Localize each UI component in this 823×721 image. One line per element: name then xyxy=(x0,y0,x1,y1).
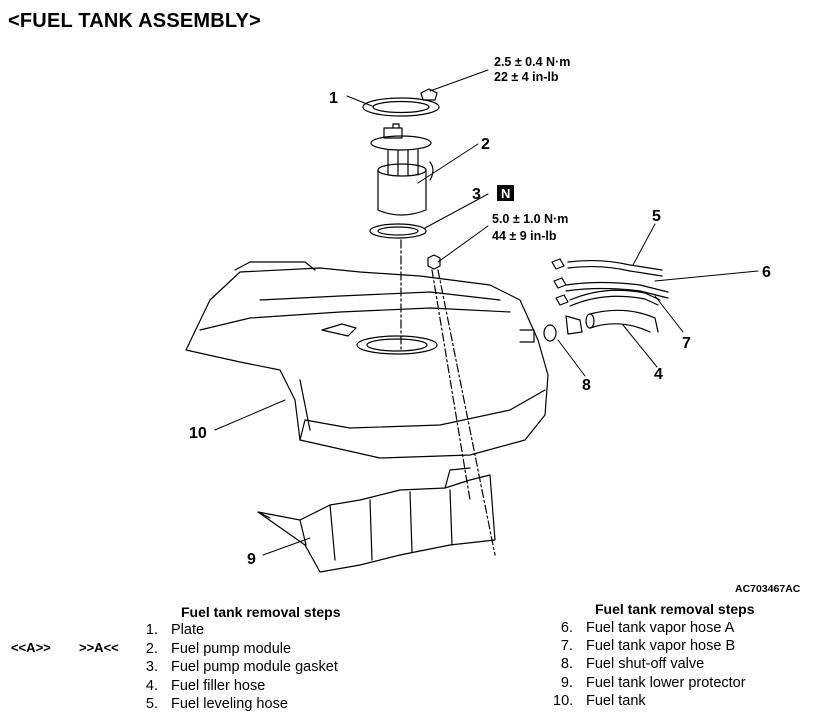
callout-7: 7 xyxy=(682,335,691,352)
fuel-tank-lower-protector-part xyxy=(257,467,496,573)
step-label: Fuel tank vapor hose A xyxy=(586,620,735,636)
leader-lines xyxy=(214,69,759,556)
torque-plate-imperial: 22 ± 4 in-lb xyxy=(494,70,559,84)
fuel-pump-module-part xyxy=(370,123,434,216)
step-label: Fuel tank lower protector xyxy=(586,675,746,691)
fuel-tank-exploded-diagram: 1 2 3 4 5 6 7 8 9 10 2.5 ± 0.4 N·m 22 ± … xyxy=(185,55,801,595)
callout-1: 1 xyxy=(329,90,338,107)
step-number: 6. xyxy=(560,620,573,636)
step-label: Fuel filler hose xyxy=(171,678,266,694)
step-number: 5. xyxy=(145,696,158,712)
callout-3: 3 xyxy=(472,186,481,203)
callout-2: 2 xyxy=(481,136,490,153)
step-label: Fuel tank vapor hose B xyxy=(586,638,736,654)
callout-10: 10 xyxy=(189,425,207,442)
step-number: 4. xyxy=(145,678,158,694)
fuel-tank-part xyxy=(185,261,549,459)
callout-labels: 1 2 3 4 5 6 7 8 9 10 xyxy=(189,90,771,568)
svg-text:N: N xyxy=(501,186,510,201)
step-number: 1. xyxy=(145,622,158,638)
callout-8: 8 xyxy=(582,377,591,394)
fuel-pump-module-gasket-part xyxy=(369,223,427,239)
step-label: Fuel pump module gasket xyxy=(171,659,338,675)
callout-5: 5 xyxy=(652,208,661,225)
new-part-symbol: N xyxy=(497,185,514,201)
marker-right: >>A<< xyxy=(79,640,119,655)
step-number: 2. xyxy=(145,641,158,657)
callout-4: 4 xyxy=(654,366,663,383)
step-number: 8. xyxy=(560,656,573,672)
callout-9: 9 xyxy=(247,551,256,568)
step-number: 9. xyxy=(560,675,573,691)
steps-left-heading: Fuel tank removal steps xyxy=(181,604,341,620)
fuel-leveling-hose-part xyxy=(551,258,663,277)
step-number: 3. xyxy=(145,659,158,675)
step-label: Fuel leveling hose xyxy=(171,696,288,712)
fuel-tank-vapor-hose-a-part xyxy=(553,277,669,299)
torque-bolt-metric: 5.0 ± 1.0 N·m xyxy=(492,212,568,226)
fuel-shut-off-valve-part xyxy=(543,315,583,342)
fuel-filler-hose-part xyxy=(585,309,659,333)
figure-id: AC703467AC xyxy=(735,583,801,595)
torque-bolt-imperial: 44 ± 9 in-lb xyxy=(492,229,557,243)
bolt-part xyxy=(427,254,441,270)
step-label: Fuel shut-off valve xyxy=(586,656,705,672)
page-title: <FUEL TANK ASSEMBLY> xyxy=(8,10,261,32)
marker-left: <<A>> xyxy=(11,640,51,655)
steps-right-heading: Fuel tank removal steps xyxy=(595,601,755,617)
plate-part xyxy=(362,88,440,117)
step-number: 10. xyxy=(553,693,574,709)
torque-specs: 2.5 ± 0.4 N·m 22 ± 4 in-lb 5.0 ± 1.0 N·m… xyxy=(492,55,570,243)
fuel-tank-vapor-hose-b-part xyxy=(555,289,661,307)
step-label: Fuel tank xyxy=(586,693,646,709)
step-number: 7. xyxy=(560,638,573,654)
step-label: Plate xyxy=(171,622,205,638)
callout-6: 6 xyxy=(762,264,771,281)
torque-plate-metric: 2.5 ± 0.4 N·m xyxy=(494,55,570,69)
step-label: Fuel pump module xyxy=(171,641,292,657)
